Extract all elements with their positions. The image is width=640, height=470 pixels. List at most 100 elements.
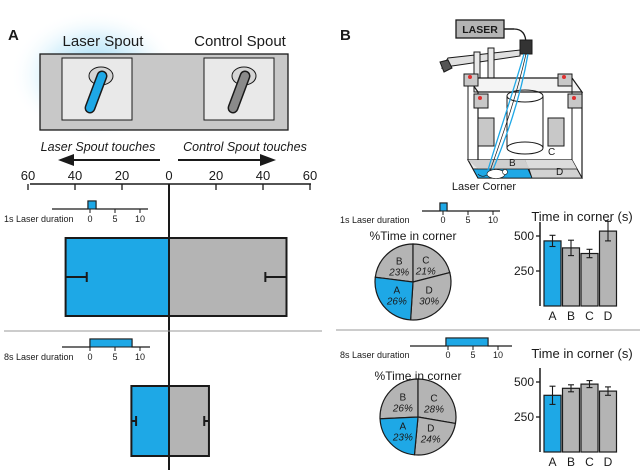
arena — [463, 53, 584, 179]
touches-bars-8s — [130, 385, 210, 457]
pie-slice-letter: C — [430, 394, 437, 405]
pie-slice-percent: 28% — [423, 405, 444, 416]
right-arrow — [178, 154, 276, 166]
toggle-switch-icon — [227, 66, 257, 114]
pulse-tick-1s: 5 — [112, 214, 117, 224]
pie-slice-letter: B — [400, 393, 407, 404]
pie-slice-percent: 30% — [419, 296, 439, 307]
x-tick-label: B — [567, 455, 575, 469]
axis-tick-label: 60 — [21, 168, 35, 183]
y-tick-label: 500 — [514, 375, 534, 389]
laser-pulse-8s — [410, 337, 512, 350]
panel-b-letter: B — [340, 27, 351, 44]
control-spout-label: Control Spout — [194, 33, 287, 50]
pulse-label-8s: 8s Laser duration — [340, 350, 410, 360]
pie-slice-percent: 21% — [415, 266, 436, 277]
pulse-label-1s: 1s Laser duration — [340, 215, 410, 225]
pie-slice-percent: 26% — [392, 404, 413, 415]
bar-laser-touches — [130, 385, 170, 457]
pulse-tick-1s: 0 — [440, 215, 445, 225]
pie-slice-percent: 23% — [392, 432, 413, 443]
toggle-switch-icon — [84, 66, 114, 114]
laser-icon: LASER — [455, 19, 533, 55]
pie-slice — [417, 378, 457, 425]
pie-slice — [413, 416, 457, 456]
bar-control-touches — [168, 385, 210, 457]
bar — [561, 387, 581, 453]
laser-pulse-8s — [62, 338, 150, 351]
pie-slice-letter: C — [422, 255, 429, 266]
bar — [598, 230, 618, 307]
touches-bars-1s — [64, 237, 288, 317]
pie-slice — [412, 243, 451, 283]
bar-chart-title: Time in corner (s) — [531, 209, 632, 224]
pulse-label-1s: 1s Laser duration — [4, 214, 74, 224]
pie-slice-letter: D — [427, 424, 434, 435]
laser-pulse-1s — [52, 200, 148, 213]
arena-letter: D — [556, 167, 563, 178]
arena-letter: B — [509, 158, 516, 169]
y-tick-label: 500 — [514, 229, 534, 243]
y-tick-label: 250 — [514, 264, 534, 278]
laser-corner-label: Laser Corner — [452, 181, 517, 193]
x-tick-label: C — [585, 309, 594, 323]
arena-letter: C — [548, 147, 555, 158]
axis-tick-label: 20 — [209, 168, 223, 183]
pulse-label-8s: 8s Laser duration — [4, 352, 74, 362]
control-touches-label: Control Spout touches — [183, 140, 307, 154]
y-tick-label: 250 — [514, 410, 534, 424]
pie-title: %Time in corner — [375, 369, 462, 383]
pie-slice — [379, 416, 419, 456]
pulse-tick-8s: 10 — [135, 352, 145, 362]
x-tick-label: A — [548, 309, 556, 323]
pulse-tick-8s: 5 — [470, 350, 475, 360]
holder-arm — [439, 47, 521, 93]
bar — [598, 390, 618, 453]
pulse-tick-8s: 10 — [493, 350, 503, 360]
pie-slice-letter: A — [394, 285, 401, 296]
axis-tick-label: 20 — [115, 168, 129, 183]
pulse-tick-1s: 0 — [87, 214, 92, 224]
x-tick-label: B — [567, 309, 575, 323]
laser-pulse-1s — [422, 202, 500, 215]
pie-slice-percent: 23% — [388, 267, 409, 278]
pie-slice-letter: A — [400, 421, 407, 432]
pulse-tick-1s: 10 — [135, 214, 145, 224]
bar — [580, 252, 599, 307]
laser-spout-label: Laser Spout — [63, 33, 145, 50]
axis-tick-label: 40 — [68, 168, 82, 183]
pie-slice-percent: 24% — [420, 435, 441, 446]
mouse-icon — [477, 169, 508, 179]
axis-tick-label: 60 — [303, 168, 317, 183]
pulse-tick-8s: 0 — [87, 352, 92, 362]
laser-label: LASER — [462, 24, 498, 36]
x-tick-label: C — [585, 455, 594, 469]
x-tick-label: A — [548, 455, 556, 469]
pie-slice — [374, 243, 414, 283]
x-tick-label: D — [604, 309, 613, 323]
pie-title: %Time in corner — [370, 229, 457, 243]
bar-chart-title: Time in corner (s) — [531, 346, 632, 361]
pie-slice-letter: D — [425, 285, 432, 296]
pie-slice — [379, 378, 419, 420]
bar — [580, 383, 599, 453]
bar — [561, 247, 581, 307]
bar — [543, 240, 562, 307]
pie-slice-letter: B — [396, 256, 403, 267]
pie-slice — [374, 276, 414, 321]
pulse-tick-1s: 5 — [465, 215, 470, 225]
left-arrow — [58, 154, 160, 166]
axis-tick-label: 40 — [256, 168, 270, 183]
x-tick-label: D — [604, 455, 613, 469]
laser-touches-label: Laser Spout touches — [41, 140, 156, 154]
pulse-tick-1s: 10 — [488, 215, 498, 225]
pie-slice-percent: 26% — [386, 296, 407, 307]
pulse-tick-8s: 5 — [112, 352, 117, 362]
pie-slice — [409, 271, 452, 321]
pulse-tick-8s: 0 — [445, 350, 450, 360]
